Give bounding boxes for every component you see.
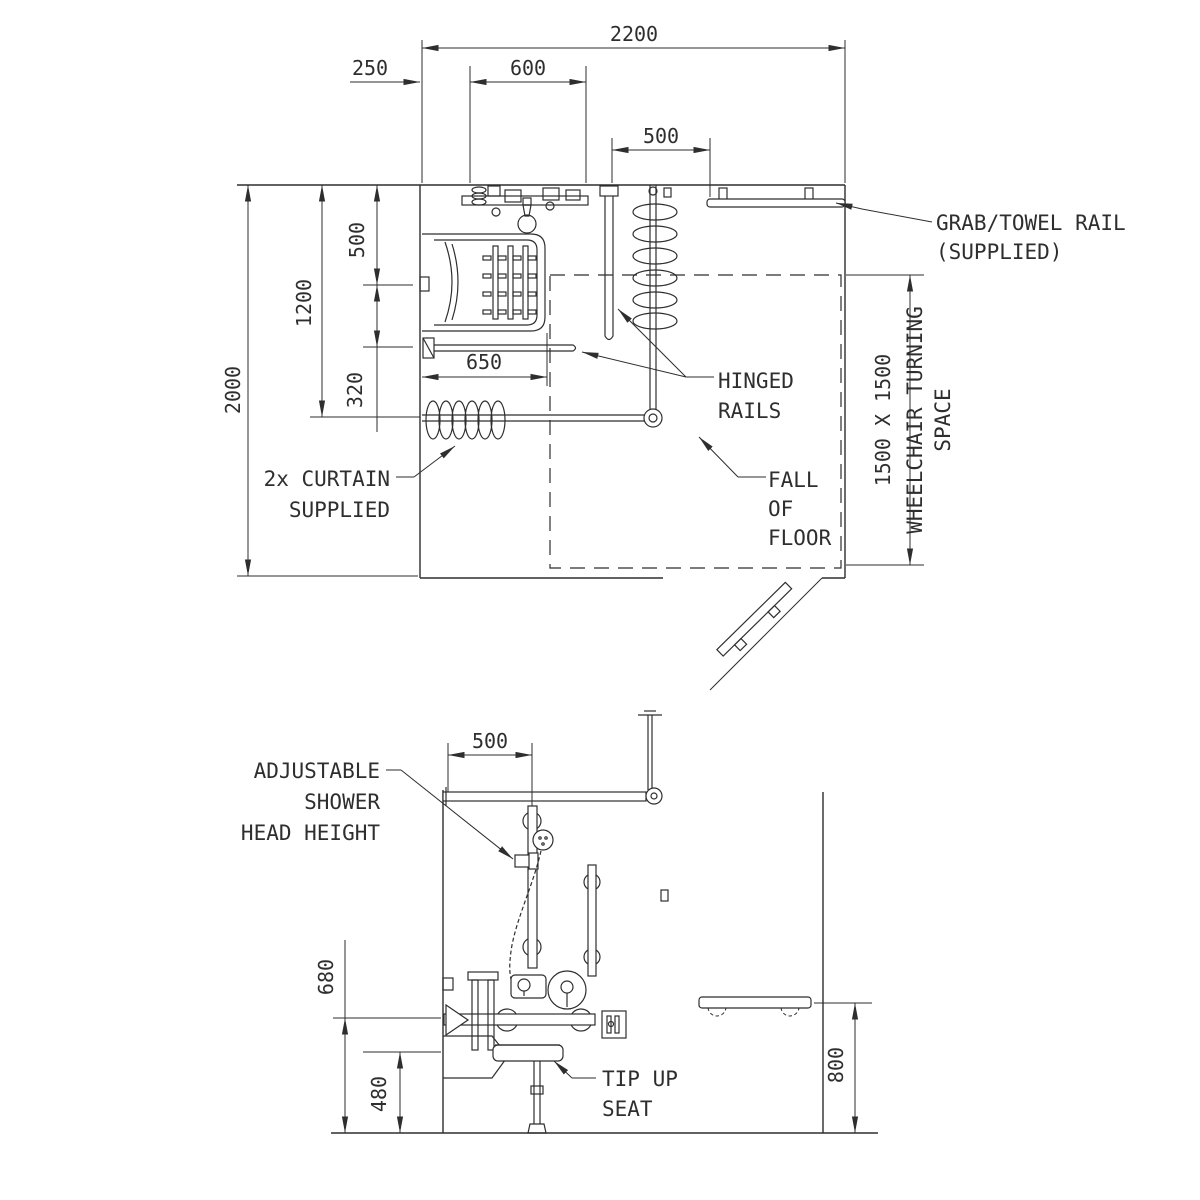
curtain-rail-elevation [442, 710, 663, 806]
dim-elev-rail-height: 680 [314, 959, 338, 995]
label-grab-towel-rail-line1: GRAB/TOWEL RAIL [936, 211, 1126, 235]
soap-holder [510, 974, 547, 999]
mixer-control [547, 970, 587, 1010]
label-adjustable-line2: SHOWER [304, 790, 380, 814]
dim-plan-depth-total: 2000 [221, 366, 245, 414]
dim-plan-rail-to-bracket: 500 [643, 124, 679, 148]
dim-plan-seat-to-rail: 320 [343, 372, 367, 408]
ceiling-drop-rod-plan [643, 408, 663, 428]
dim-elev-shelf-height: 800 [824, 1047, 848, 1083]
door-jamb-line [709, 577, 823, 691]
tip-up-seat-leader [553, 1060, 573, 1079]
shower-head-plan [517, 197, 537, 234]
label-hinged-rails-line1: HINGED [718, 369, 794, 393]
plan-annotations: GRAB/TOWEL RAIL (SUPPLIED) HINGED RAILS … [264, 202, 1126, 550]
label-curtain-line2: SUPPLIED [289, 498, 390, 522]
label-tip-up-line1: TIP UP [602, 1067, 678, 1091]
elevation-walls [331, 790, 878, 1134]
dim-elev-head-offset: 500 [472, 729, 508, 753]
curtain-coil-bottom [425, 400, 506, 440]
hinged-rails-leader-1 [617, 308, 687, 378]
dim-plan-width-total: 2200 [610, 22, 658, 46]
label-turning-space-line2: WHEELCHAIR TURNING [903, 306, 927, 534]
shower-head [532, 829, 554, 851]
label-hinged-rails-line2: RAILS [718, 399, 781, 423]
label-fall-line3: FLOOR [768, 526, 832, 550]
curtain-leader [413, 445, 456, 478]
dim-plan-shower-assembly: 600 [510, 56, 546, 80]
vertical-grab-rail-elevation [583, 864, 601, 977]
seat-pan [492, 1044, 564, 1062]
plan-dimensions: 2200 250 600 500 2000 1200 500 [221, 22, 955, 577]
adjustable-head-leader [400, 769, 514, 860]
fall-of-floor-leader [698, 436, 739, 478]
tip-up-seat-elevation [442, 971, 564, 1134]
label-curtain-line1: 2x CURTAIN [264, 467, 390, 491]
tip-up-seat-plan [419, 233, 546, 332]
elevation-annotations: ADJUSTABLE SHOWER HEAD HEIGHT TIP UP SEA… [241, 759, 678, 1121]
curtain-rail-plan [422, 185, 672, 428]
seat-wall-bracket [419, 276, 430, 292]
door-leaf [716, 581, 793, 657]
label-fall-line2: OF [768, 497, 793, 521]
curtain-coil-top [632, 203, 678, 330]
dim-elev-seat-height: 480 [367, 1076, 391, 1112]
shelf-rail-elevation [698, 996, 812, 1017]
label-grab-towel-rail-line2: (SUPPLIED) [936, 240, 1062, 264]
elevation-view: 500 680 480 800 ADJUSTABLE SHOWER HEAD H… [241, 710, 878, 1134]
grab-towel-rail-plan [706, 187, 846, 208]
label-fall-line1: FALL [768, 468, 819, 492]
rail-corner-connector [645, 787, 663, 805]
wall-socket [660, 889, 669, 902]
rail-end-plate [601, 1010, 627, 1039]
plan-view: 2200 250 600 500 2000 1200 500 [221, 22, 1126, 691]
dim-plan-turning-size: 1500 X 1500 [871, 354, 895, 486]
hinged-rails-leader-2 [581, 351, 687, 378]
label-adjustable-line3: HEAD HEIGHT [241, 821, 380, 845]
hinged-rail-elevation [443, 1003, 627, 1039]
grab-rail-leader [835, 202, 933, 223]
label-adjustable-line1: ADJUSTABLE [254, 759, 380, 783]
elevation-dimensions: 500 680 480 800 [314, 729, 872, 1134]
label-tip-up-line2: SEAT [602, 1097, 653, 1121]
rail-wall-bracket [445, 1003, 470, 1037]
seat-dot-pattern [482, 255, 537, 315]
shower-controls-elevation [510, 970, 587, 1010]
shower-riser-elevation [509, 805, 554, 993]
hinged-rail-drop-plan [599, 185, 619, 341]
dim-plan-offset-left: 250 [352, 56, 388, 80]
head-slider-clamp [514, 854, 531, 868]
seat-leg-foot [527, 1123, 547, 1134]
dim-plan-wall-to-seat-centre: 500 [345, 222, 369, 258]
shower-fixture-plan [461, 185, 589, 234]
hinged-rail-horizontal-plan [422, 337, 577, 359]
dim-plan-seat-projection: 650 [466, 350, 502, 374]
label-turning-space-line3: SPACE [931, 388, 955, 451]
dim-plan-wall-to-curtain: 1200 [292, 279, 316, 327]
plan-walls [237, 184, 846, 691]
